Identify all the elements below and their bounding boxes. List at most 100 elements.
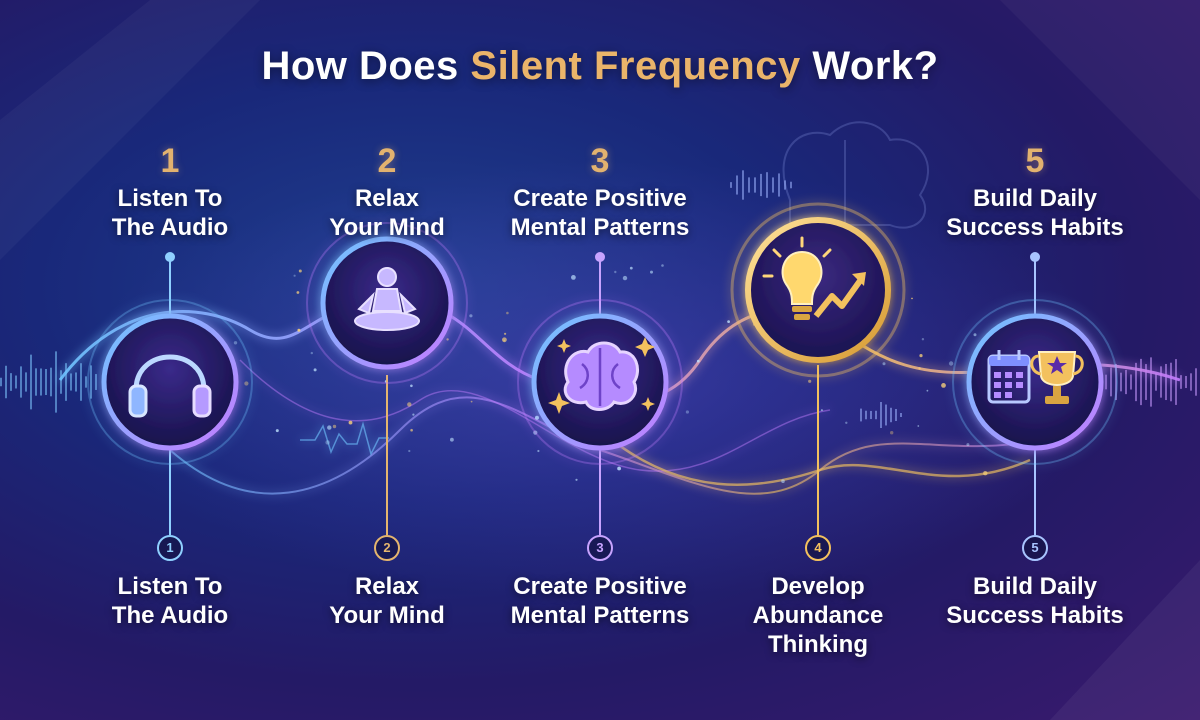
- brain-icon: [548, 337, 655, 414]
- sparkle-dot: [325, 440, 330, 445]
- waveform-bar: [1145, 364, 1147, 400]
- waveform-bar: [900, 412, 902, 418]
- sparkle-dot: [407, 402, 412, 407]
- waveform-bar: [15, 375, 17, 389]
- waveform-bar: [10, 373, 12, 391]
- sparkle-dot: [470, 400, 473, 403]
- waveform-bar: [1135, 362, 1137, 402]
- connectors: [165, 252, 1040, 535]
- sparkle-dot: [348, 420, 353, 425]
- step-3-number: 3: [590, 142, 610, 180]
- step-3-bottom-label: Create Positive Mental Patterns: [510, 573, 690, 629]
- waveform-bar: [25, 372, 27, 392]
- sparkle-dot: [685, 410, 690, 414]
- waveform-bar: [0, 377, 2, 387]
- sparkle-dot: [617, 466, 621, 471]
- waveform-bar: [1130, 374, 1132, 390]
- sparkle-dot: [408, 449, 411, 453]
- sparkle-dot: [917, 425, 920, 427]
- sparkle-dot: [275, 429, 279, 433]
- waveform-bar: [85, 376, 87, 388]
- sparkle-dot: [575, 478, 578, 481]
- waveform-bar: [1170, 362, 1172, 402]
- sparkle-dot: [297, 328, 301, 332]
- waveform-bar: [790, 181, 792, 189]
- waveform-bar: [1125, 369, 1127, 395]
- waveform-bar: [90, 365, 92, 399]
- step-1-node: [87, 299, 253, 465]
- sparkle-dot: [966, 443, 970, 447]
- waveform-bar: [20, 366, 22, 398]
- waveform-bar: [1180, 375, 1182, 389]
- sparkle-dot: [808, 379, 812, 383]
- sparkle-dot: [296, 291, 300, 294]
- waveform-bar: [1175, 359, 1177, 405]
- step-1-bottom-label: Listen To The Audio: [111, 573, 229, 629]
- sparkle-dot: [450, 437, 454, 442]
- waveform-bar: [45, 368, 47, 396]
- step-5-badge: 5: [1022, 535, 1048, 561]
- step-2-top-label: Relax Your Mind: [329, 185, 445, 241]
- waveform-bar: [748, 177, 750, 193]
- title-prefix: How Does: [261, 44, 471, 88]
- sparkle-dot: [845, 421, 848, 424]
- waveform-bar: [730, 182, 732, 188]
- waveform-bar: [890, 407, 892, 423]
- sparkle-dot: [502, 337, 507, 343]
- sparkle-dot: [983, 471, 988, 476]
- waveform-bar: [40, 368, 42, 396]
- waveform-bar: [95, 374, 97, 390]
- sparkle-dot: [622, 275, 628, 281]
- waveform-bar: [766, 172, 768, 198]
- waveform-bar: [784, 180, 786, 190]
- sparkle-dot: [410, 428, 413, 432]
- waveform-bar: [1190, 373, 1192, 391]
- brain-outline-icon: [782, 121, 930, 229]
- waveform-bar: [1110, 367, 1112, 397]
- headphones-icon: [128, 354, 212, 418]
- waveform-bar: [1160, 366, 1162, 398]
- waveform-bar: [75, 372, 77, 392]
- waveform-bar: [1185, 375, 1187, 389]
- sparkle-dot: [727, 320, 730, 323]
- sparkle-dot: [921, 338, 925, 341]
- title-suffix: Work?: [800, 44, 939, 88]
- waveform-bar: [70, 373, 72, 391]
- sparkle-dot: [244, 381, 249, 386]
- step-5-top-label: Build Daily Success Habits: [946, 185, 1124, 241]
- waveform-bar: [80, 363, 82, 401]
- sparkle-dot: [919, 354, 923, 358]
- page-title: How Does Silent Frequency Work?: [0, 44, 1200, 89]
- waveform-bar: [754, 177, 756, 193]
- waveform-bar: [5, 365, 7, 399]
- sparkle-dot: [469, 314, 473, 318]
- sparkle-dot: [571, 275, 576, 280]
- waveform-bar: [772, 177, 774, 193]
- lightbulb-growth-icon: [762, 236, 866, 320]
- sparkle-dot: [332, 424, 337, 429]
- waveform-bar: [50, 367, 52, 397]
- sparkle-dot: [506, 311, 509, 315]
- sparkle-dot: [820, 409, 823, 412]
- sparkle-dot: [781, 479, 785, 484]
- sparkle-dot: [614, 270, 617, 274]
- sparkle-dot: [298, 269, 302, 273]
- sparkle-dot: [410, 384, 413, 388]
- sparkle-dot: [535, 415, 539, 420]
- sparkle-dot: [629, 266, 633, 270]
- waveform-bar: [1195, 368, 1197, 396]
- sparkle-dot: [412, 413, 415, 416]
- sparkle-dot: [882, 362, 886, 366]
- waveform-bar: [760, 173, 762, 197]
- waveform-bar: [1150, 357, 1152, 407]
- sparkle-dot: [537, 449, 540, 453]
- step-2-number: 2: [377, 142, 397, 180]
- waveform-bar: [1155, 373, 1157, 391]
- sparkle-dot: [661, 264, 664, 267]
- sparkle-dot: [313, 368, 317, 372]
- sparkle-dot: [446, 338, 449, 341]
- sparkle-dot: [948, 361, 954, 366]
- sparkle-dot: [941, 383, 946, 388]
- sparkle-dot: [973, 333, 977, 337]
